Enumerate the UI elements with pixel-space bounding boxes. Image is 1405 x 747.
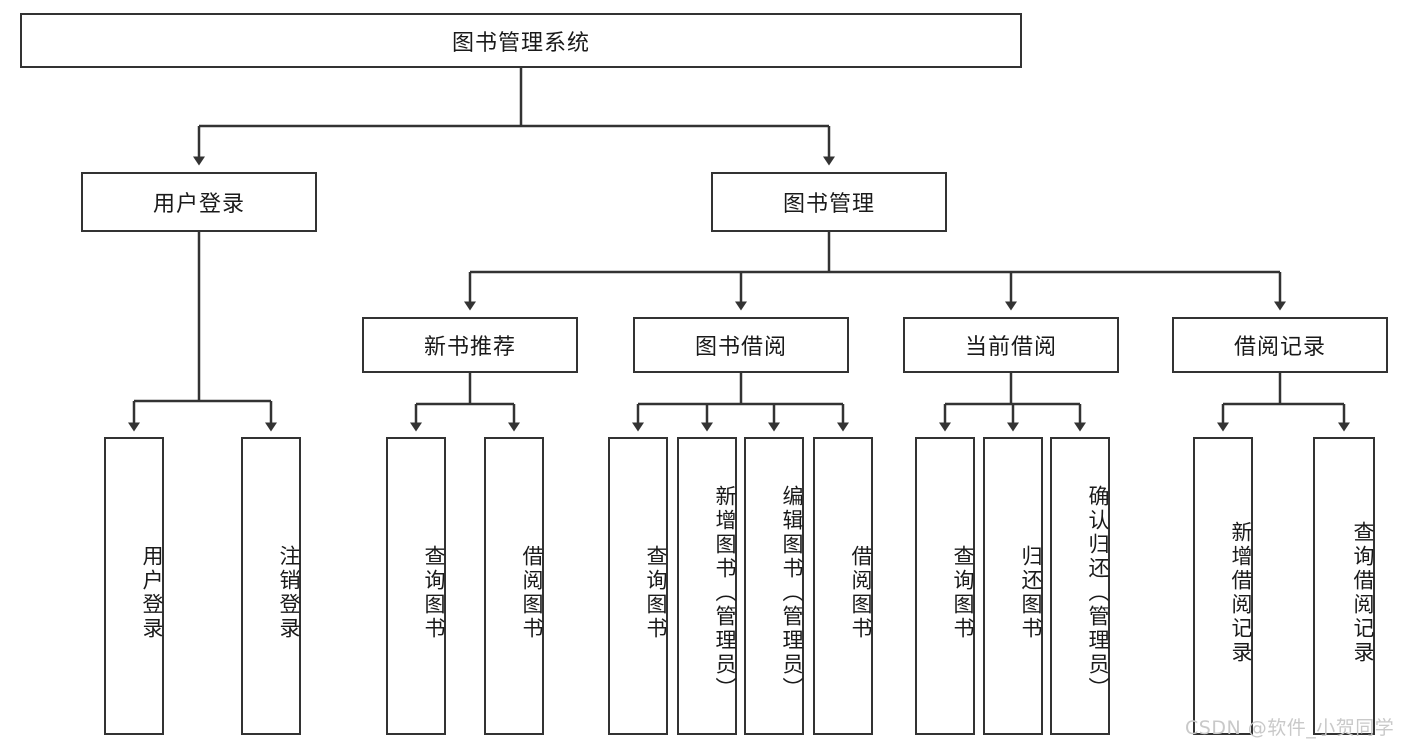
- leaf-label: 查询借阅记录: [1351, 521, 1375, 665]
- node-book-borrow[interactable]: 图书借阅: [633, 317, 849, 373]
- node-borrow-record[interactable]: 借阅记录: [1172, 317, 1388, 373]
- leaf-label: 查询图书: [951, 545, 975, 641]
- leaf-borrow-book-recommend[interactable]: 借阅图书: [484, 437, 544, 735]
- leaf-label: 确认归还（管理员）: [1086, 485, 1110, 701]
- node-user-login[interactable]: 用户登录: [81, 172, 317, 232]
- leaf-user-login[interactable]: 用户登录: [104, 437, 164, 735]
- node-book-management[interactable]: 图书管理: [711, 172, 947, 232]
- node-current-borrow[interactable]: 当前借阅: [903, 317, 1119, 373]
- leaf-query-book-borrow[interactable]: 查询图书: [608, 437, 668, 735]
- leaf-label: 借阅图书: [520, 545, 544, 641]
- leaf-label: 查询图书: [422, 545, 446, 641]
- leaf-add-book-admin[interactable]: 新增图书（管理员）: [677, 437, 737, 735]
- leaf-query-borrow-record[interactable]: 查询借阅记录: [1313, 437, 1375, 735]
- csdn-watermark: CSDN @软件_小贺同学: [1185, 717, 1395, 739]
- leaf-label: 查询图书: [644, 545, 668, 641]
- leaf-query-book-recommend[interactable]: 查询图书: [386, 437, 446, 735]
- node-root[interactable]: 图书管理系统: [20, 13, 1022, 68]
- node-new-book-recommend[interactable]: 新书推荐: [362, 317, 578, 373]
- leaf-return-book[interactable]: 归还图书: [983, 437, 1043, 735]
- leaf-label: 用户登录: [140, 545, 164, 641]
- leaf-query-book-current[interactable]: 查询图书: [915, 437, 975, 735]
- leaf-add-borrow-record[interactable]: 新增借阅记录: [1193, 437, 1253, 735]
- leaf-label: 注销登录: [277, 545, 301, 641]
- leaf-label: 编辑图书（管理员）: [780, 485, 804, 701]
- leaf-logout-login[interactable]: 注销登录: [241, 437, 301, 735]
- leaf-label: 借阅图书: [849, 545, 873, 641]
- leaf-borrow-book[interactable]: 借阅图书: [813, 437, 873, 735]
- leaf-label: 归还图书: [1019, 545, 1043, 641]
- leaf-edit-book-admin[interactable]: 编辑图书（管理员）: [744, 437, 804, 735]
- leaf-confirm-return-admin[interactable]: 确认归还（管理员）: [1050, 437, 1110, 735]
- leaf-label: 新增借阅记录: [1229, 521, 1253, 665]
- leaf-label: 新增图书（管理员）: [713, 485, 737, 701]
